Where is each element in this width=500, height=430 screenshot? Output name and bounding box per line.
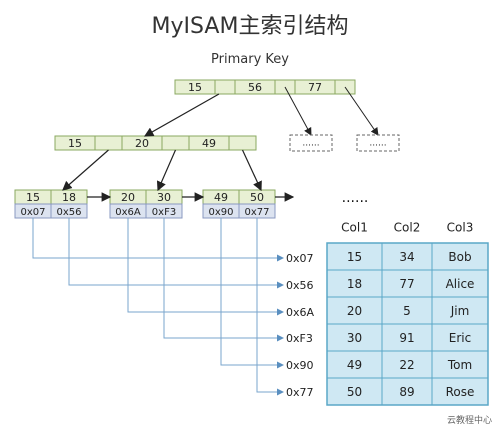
diagram-title: MyISAM主索引结构 [151, 14, 349, 39]
table-cell-value: 30 [347, 331, 362, 345]
pointer-label: 0x07 [286, 252, 314, 265]
table-cell-value: 34 [399, 250, 414, 264]
root-node-key: 56 [248, 81, 262, 94]
leaf-address: 0x90 [208, 207, 233, 218]
root-node-pointer-cell [214, 79, 236, 95]
level2-node-key: 49 [202, 137, 216, 150]
table-cell-value: 5 [403, 304, 411, 318]
table-cell-value: Rose [446, 385, 475, 399]
placeholder-node [289, 134, 333, 152]
root-to-placeholder-arrow [344, 86, 379, 136]
table-cell-value: 91 [399, 331, 414, 345]
leaf-key: 15 [26, 191, 40, 204]
leaf-address: 0xF3 [152, 207, 176, 218]
table-header: Col1 [341, 221, 368, 235]
leaf-key: 49 [214, 191, 228, 204]
level2-node-key: 20 [135, 137, 149, 150]
pointer-label: 0xF3 [286, 332, 313, 345]
pointer-label: 0x77 [286, 386, 314, 399]
placeholder-dots: ...... [369, 139, 386, 149]
leaf-address: 0x07 [20, 207, 45, 218]
table-cell-value: 15 [347, 250, 362, 264]
level2-node-pointer-cell [161, 135, 190, 151]
address-pointer-line [220, 218, 284, 369]
primary-key-label: Primary Key [211, 52, 289, 67]
level2-node-key: 15 [68, 137, 82, 150]
table-cell-value: Tom [447, 358, 472, 372]
table-cell-value: 20 [347, 304, 362, 318]
leaf-key: 30 [157, 191, 171, 204]
address-pointer-line [256, 218, 284, 396]
leaf-address: 0x6A [115, 207, 141, 218]
root-node-key: 15 [188, 81, 202, 94]
address-pointer-line [127, 218, 284, 316]
leaf-key: 18 [62, 191, 76, 204]
table-cell-value: 18 [347, 277, 362, 291]
leaf-address: 0x77 [244, 207, 269, 218]
address-pointer-line [68, 218, 284, 289]
pointer-label: 0x90 [286, 359, 314, 372]
leaf-address: 0x56 [56, 207, 81, 218]
level2-to-leaf-arrow [156, 149, 177, 192]
level2-node-pointer-cell [94, 135, 123, 151]
table-cell-value: Bob [448, 250, 471, 264]
table-header: Col3 [447, 221, 474, 235]
table-cell-value: Jim [450, 304, 470, 318]
table-cell-value: 77 [399, 277, 414, 291]
table-cell-value: Eric [449, 331, 471, 345]
table-cell-value: 49 [347, 358, 362, 372]
root-to-placeholder-arrow [284, 86, 312, 136]
placeholder-dots: ...... [302, 139, 319, 149]
root-to-level2-arrow [143, 93, 220, 137]
level2-node-pointer-cell [228, 135, 257, 151]
level2-to-leaf-arrow [62, 149, 109, 191]
leaf-key: 20 [121, 191, 135, 204]
table-header: Col2 [394, 221, 421, 235]
table-cell-value: 89 [399, 385, 414, 399]
leaf-ellipsis: ...... [342, 190, 369, 206]
root-node-key: 77 [308, 81, 322, 94]
leaf-key: 50 [250, 191, 264, 204]
placeholder-node [356, 134, 400, 152]
level2-to-leaf-arrow [241, 149, 262, 192]
table-cell-value: 50 [347, 385, 362, 399]
pointer-label: 0x56 [286, 279, 314, 292]
table-cell-value: 22 [399, 358, 414, 372]
pointer-label: 0x6A [286, 306, 315, 319]
table-cell [431, 377, 489, 406]
address-pointer-line [32, 218, 284, 262]
watermark: 云教程中心 [446, 416, 492, 426]
address-pointer-line [163, 218, 284, 342]
table-cell-value: Alice [446, 277, 475, 291]
